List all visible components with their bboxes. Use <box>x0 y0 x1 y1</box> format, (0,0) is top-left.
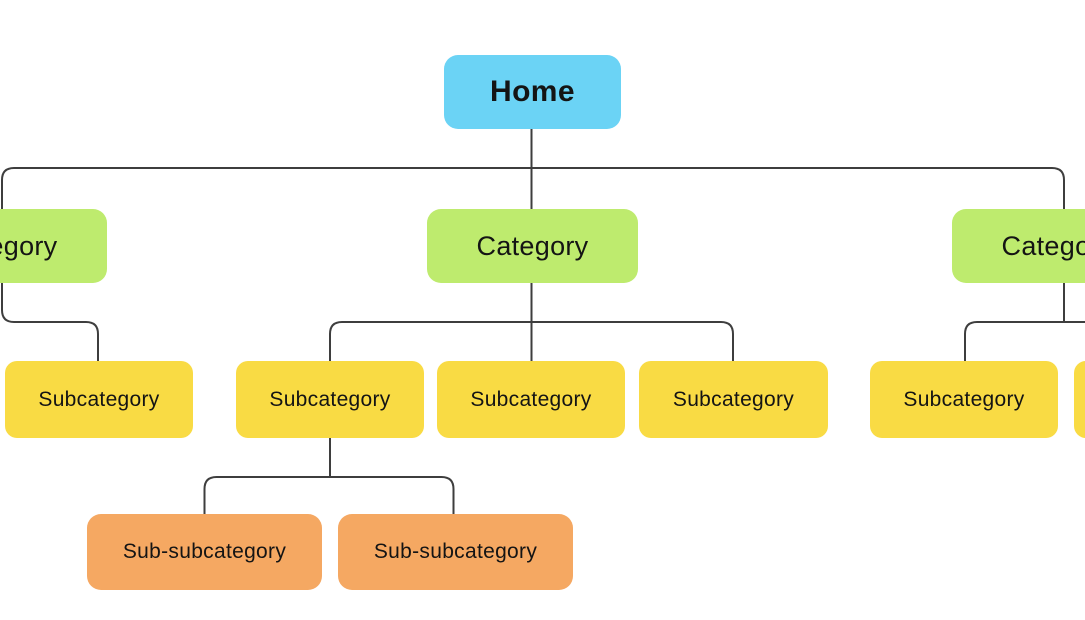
node-subcategory-right-1[interactable]: Subcategory <box>870 361 1058 438</box>
node-category-center-label: Category <box>476 230 589 261</box>
connector-sub-subcategory-bus <box>203 476 455 514</box>
node-subcategory-left-1-label: Subcategory <box>38 387 160 411</box>
connector-right-category-bus <box>964 321 1085 361</box>
node-subcategory-center-3-label: Subcategory <box>672 387 795 411</box>
node-sub-subcategory-1-label: Sub-subcategory <box>122 540 287 563</box>
node-sub-subcategory-2[interactable]: Sub-subcategory <box>338 514 573 590</box>
node-home[interactable]: Home <box>444 55 621 129</box>
connector-left-category-branch <box>1 283 99 361</box>
node-subcategory-center-2[interactable]: Subcategory <box>437 361 625 438</box>
node-category-center[interactable]: Category <box>427 209 638 283</box>
node-sub-subcategory-2-label: Sub-subcategory <box>373 540 538 563</box>
node-category-left-label: Category <box>0 230 58 261</box>
node-subcategory-center-3[interactable]: Subcategory <box>639 361 828 438</box>
node-category-left[interactable]: Category <box>0 209 107 283</box>
node-subcategory-center-2-label: Subcategory <box>470 387 592 411</box>
node-category-right[interactable]: Category <box>952 209 1085 283</box>
node-home-label: Home <box>490 75 575 108</box>
node-subcategory-right-2[interactable]: Subcategory <box>1074 361 1085 438</box>
connector-center-category-bus <box>329 321 734 361</box>
node-subcategory-center-1-label: Subcategory <box>269 387 391 411</box>
connector-top-bus <box>1 167 1065 209</box>
node-sub-subcategory-1[interactable]: Sub-subcategory <box>87 514 322 590</box>
node-subcategory-center-1[interactable]: Subcategory <box>236 361 424 438</box>
node-subcategory-right-1-label: Subcategory <box>903 387 1025 411</box>
node-category-right-label: Category <box>1001 230 1085 261</box>
node-subcategory-left-1[interactable]: Subcategory <box>5 361 193 438</box>
